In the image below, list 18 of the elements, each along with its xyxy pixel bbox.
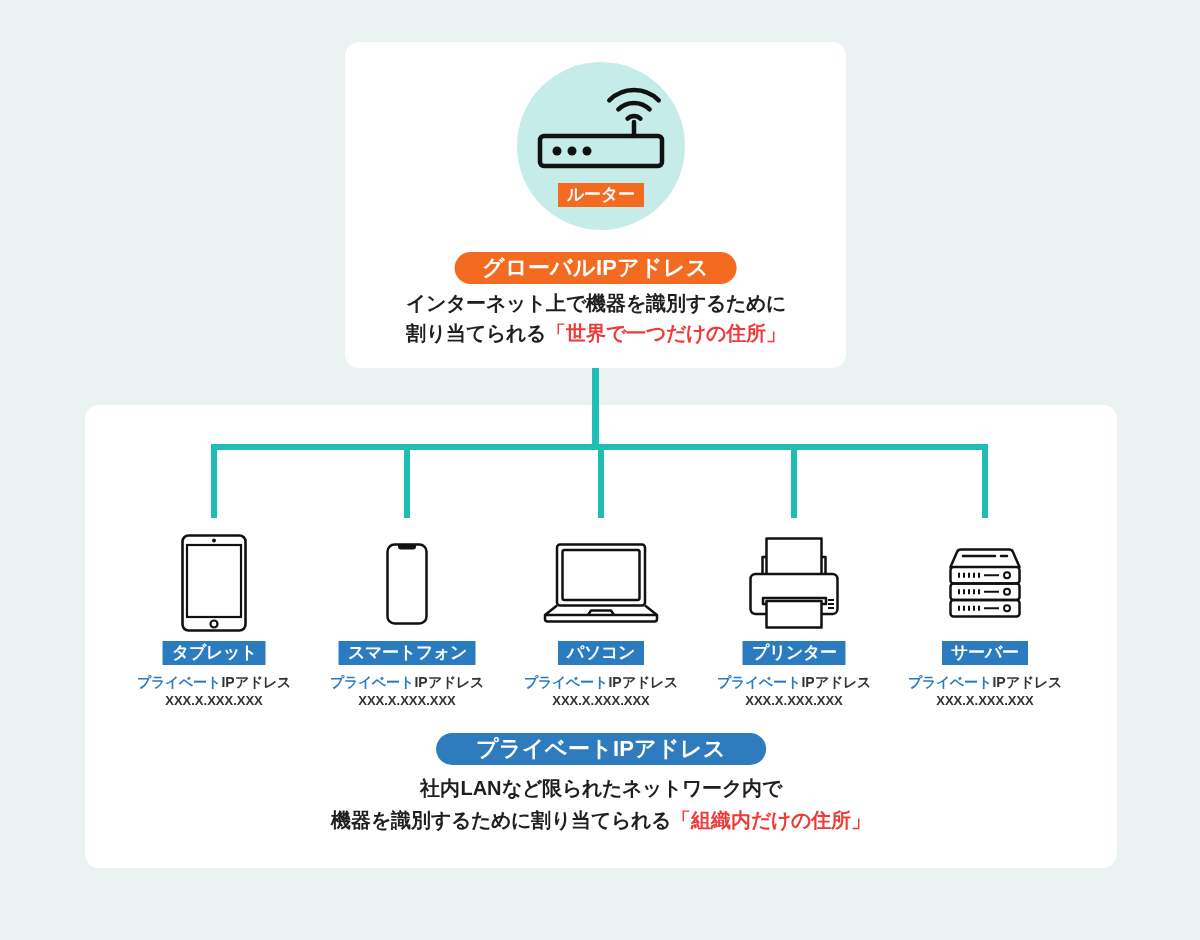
- device-label: スマートフォン: [338, 641, 476, 665]
- device-label: プリンター: [742, 641, 846, 665]
- ip-address-text: XXX.X.XXX.XXX: [745, 693, 843, 709]
- ip-address-text: XXX.X.XXX.XXX: [936, 693, 1034, 709]
- description-text: 社内LANなど限られたネットワーク内で機器を識別するために割り当てられる「組織内だけの住所」: [329, 776, 872, 833]
- info-panel: [345, 42, 846, 368]
- section-heading: グローバルIPアドレス: [454, 252, 737, 284]
- ip-address-text: XXX.X.XXX.XXX: [358, 693, 456, 709]
- device-label: タブレット: [162, 641, 266, 665]
- device-label: サーバー: [942, 641, 1028, 665]
- ip-address-text: XXX.X.XXX.XXX: [552, 693, 650, 709]
- device-label: パソコン: [558, 641, 644, 665]
- connector-line: [592, 368, 988, 518]
- ip-address-text: XXX.X.XXX.XXX: [165, 693, 263, 709]
- section-heading: プライベートIPアドレス: [436, 733, 766, 765]
- device-label: ルーター: [558, 183, 644, 207]
- info-panel: [85, 405, 1117, 868]
- description-text: インターネット上で機器を識別するために割り当てられる「世界で一つだけの住所」: [404, 291, 787, 346]
